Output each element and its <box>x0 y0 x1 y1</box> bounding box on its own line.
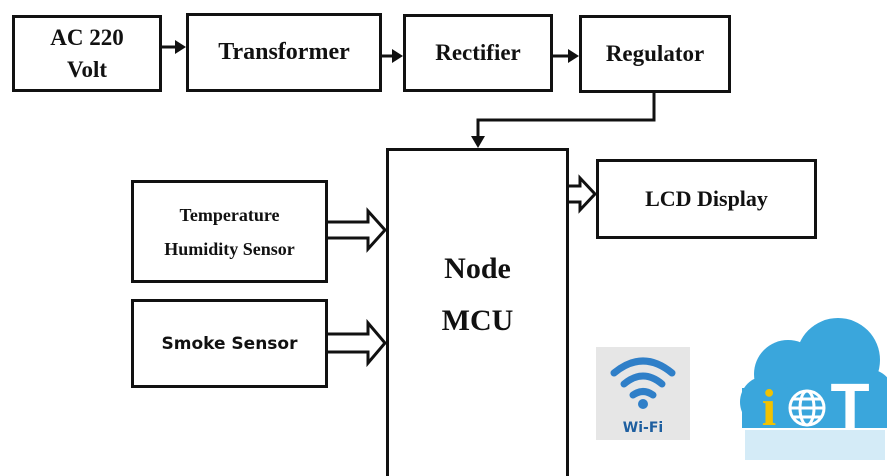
temperature-humidity-sensor-block: Temperature Humidity Sensor <box>131 180 328 283</box>
smoke-sensor-block: Smoke Sensor <box>131 299 328 388</box>
arrow-smoke-sensor-to-mcu <box>328 318 387 368</box>
iot-logo-i: i <box>762 380 776 437</box>
globe-icon <box>788 389 826 427</box>
lcd-display-label: LCD Display <box>645 186 768 211</box>
rectifier-block: Rectifier <box>403 14 553 92</box>
ac-source-label: AC 220 Volt <box>50 24 124 82</box>
lcd-display-block: LCD Display <box>596 159 817 239</box>
iot-cloud-logo-icon: i T <box>740 318 887 460</box>
wifi-logo-icon: Wi-Fi <box>596 347 690 440</box>
iot-logo-t: T <box>830 370 869 442</box>
smoke-sensor-label: Smoke Sensor <box>161 333 298 354</box>
arrow-regulator-to-mcu <box>476 93 656 138</box>
rectifier-label: Rectifier <box>435 40 521 65</box>
arrow-temperature-sensor-to-mcu <box>328 207 388 253</box>
ac-source-block: AC 220 Volt <box>12 15 162 92</box>
regulator-label: Regulator <box>605 41 705 66</box>
temperature-humidity-sensor-label: Temperature Humidity Sensor <box>164 204 295 259</box>
regulator-block: Regulator <box>579 15 731 93</box>
transformer-block: Transformer <box>186 13 382 92</box>
transformer-label: Transformer <box>218 39 350 65</box>
node-mcu-label: Node MCU <box>441 252 514 337</box>
arrow-mcu-to-lcd <box>569 174 598 214</box>
node-mcu-block: Node MCU <box>386 148 569 476</box>
wifi-logo-text: Wi-Fi <box>623 420 663 436</box>
